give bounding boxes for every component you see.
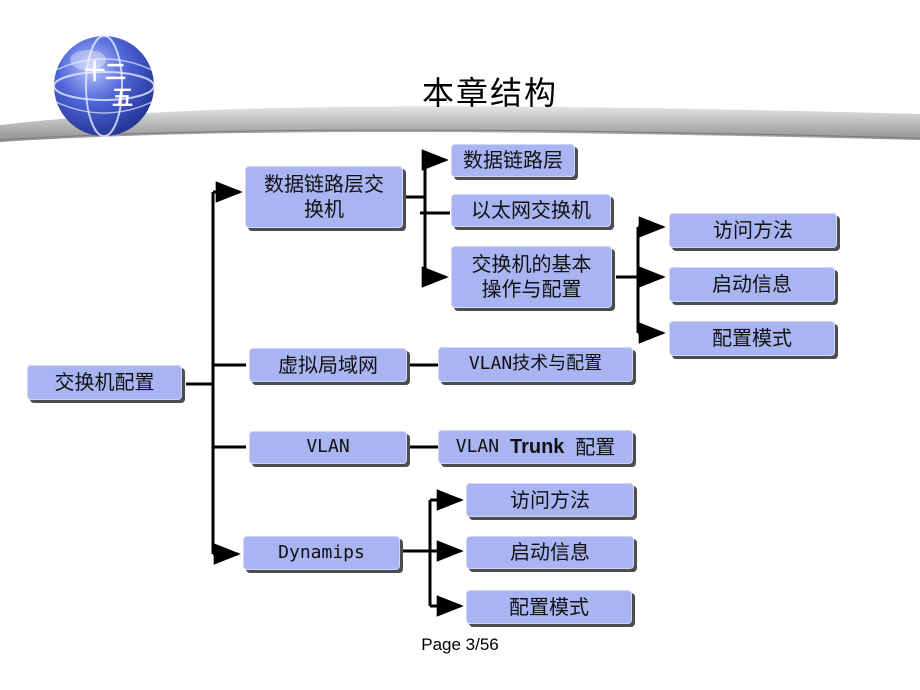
vlan-trunk-prefix: VLAN <box>455 435 500 457</box>
vlan-trunk-bold: Trunk <box>509 435 565 458</box>
node-ethernet-switch: 以太网交换机 <box>451 194 611 227</box>
logo-text-line2: 五 <box>112 86 133 110</box>
node-vlan-trunk-config: VLAN Trunk 配置 <box>438 430 633 464</box>
node-vlan: VLAN <box>249 431 407 464</box>
node-data-link-switch: 数据链路层交换机 <box>245 166 403 228</box>
node-switch-basic-ops: 交换机的基本操作与配置 <box>451 246 612 308</box>
page-number: Page 3/56 <box>421 635 499 654</box>
globe-icon <box>53 35 155 137</box>
slide-title: 本章结构 <box>421 74 558 112</box>
node-dynamips: Dynamips <box>243 536 400 570</box>
node-b1-config-mode: 配置模式 <box>669 321 835 356</box>
node-vlan-tech-config: VLAN技术与配置 <box>438 347 633 382</box>
node-vlan-virtual-lan: 虚拟局域网 <box>249 348 407 382</box>
logo-globe: 十二 五 <box>48 30 160 142</box>
vlan-trunk-suffix: 配置 <box>575 434 616 459</box>
logo-text-line1: 十二 <box>84 60 126 84</box>
node-b4-access-method: 访问方法 <box>466 483 634 517</box>
node-root: 交换机配置 <box>27 365 182 400</box>
node-b4-boot-info: 启动信息 <box>466 536 634 569</box>
node-b1-access-method: 访问方法 <box>669 213 837 248</box>
node-b1-boot-info: 启动信息 <box>669 267 835 302</box>
node-b4-config-mode: 配置模式 <box>466 590 632 624</box>
node-data-link-layer: 数据链路层 <box>451 144 575 177</box>
